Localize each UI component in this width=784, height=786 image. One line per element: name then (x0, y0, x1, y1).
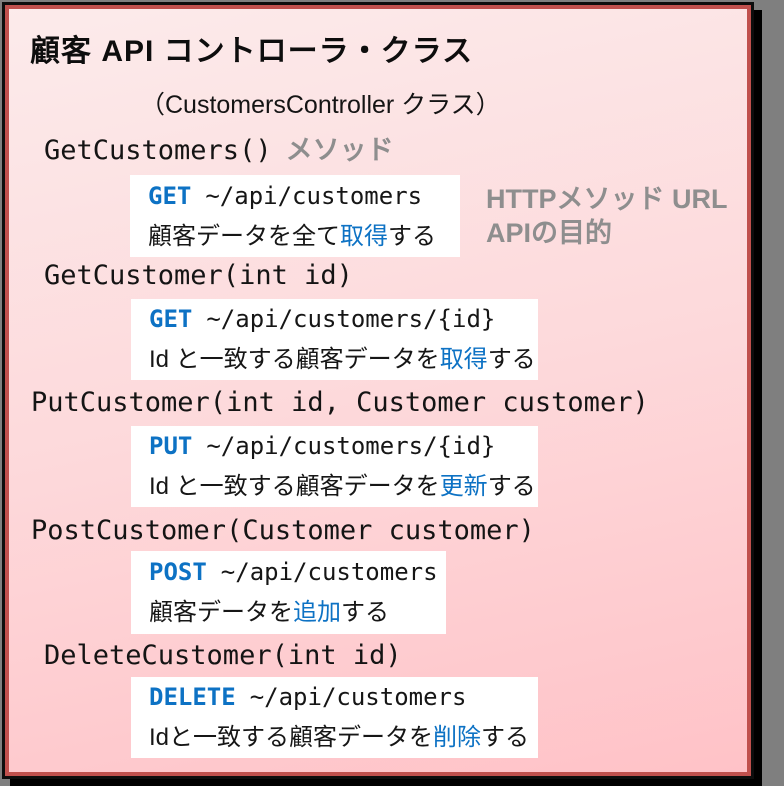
legend-line-purpose: APIの目的 (486, 218, 613, 248)
diagram-subtitle: （CustomersController クラス） (140, 91, 501, 119)
api-purpose-line: Id と一致する顧客データを更新する (149, 466, 538, 501)
purpose-text: Id と一致する顧客データを (149, 346, 440, 373)
legend-line-http-url: HTTPメソッド URL (486, 184, 728, 214)
method-signature-text: GetCustomers() (44, 135, 272, 166)
api-url: ~/api/customers (220, 558, 438, 586)
http-request-line: POST ~/api/customers (149, 558, 446, 586)
api-box-put-customer: PUT ~/api/customers/{id} Id と一致する顧客データを更新… (131, 426, 538, 507)
http-request-line: DELETE ~/api/customers (149, 683, 538, 711)
api-url: ~/api/customers/{id} (206, 305, 496, 333)
api-purpose-line: Idと一致する顧客データを削除する (149, 717, 538, 752)
method-signature-getcustomers: GetCustomers() メソッド (44, 128, 394, 167)
http-verb: DELETE (149, 683, 236, 711)
purpose-keyword: 追加 (293, 599, 341, 626)
purpose-text-suffix: する (487, 473, 536, 500)
http-request-line: GET ~/api/customers/{id} (149, 305, 538, 333)
api-box-delete-customer: DELETE ~/api/customers Idと一致する顧客データを削除する (131, 677, 538, 758)
api-url: ~/api/customers/{id} (206, 432, 496, 460)
diagram-title: 顧客 API コントローラ・クラス (30, 35, 474, 68)
api-controller-card (2, 2, 754, 779)
method-signature-text: PostCustomer(Customer customer) (31, 515, 535, 546)
method-suffix-label: メソッド (285, 135, 394, 165)
api-purpose-line: 顧客データを追加する (149, 592, 446, 627)
api-box-post-customer: POST ~/api/customers 顧客データを追加する (131, 551, 446, 634)
purpose-text-suffix: する (388, 222, 436, 250)
http-request-line: GET ~/api/customers (148, 182, 460, 210)
method-signature-deletecustomer: DeleteCustomer(int id) (44, 640, 402, 671)
api-url: ~/api/customers (205, 181, 423, 210)
purpose-keyword: 取得 (439, 346, 488, 373)
api-box-get-customer-id: GET ~/api/customers/{id} Id と一致する顧客データを取得… (131, 299, 538, 380)
http-verb: GET (149, 305, 193, 333)
purpose-text: 顧客データを (149, 599, 293, 626)
method-signature-text: GetCustomer(int id) (44, 260, 353, 291)
purpose-text-suffix: する (341, 599, 389, 626)
purpose-text: Idと一致する顧客データを (149, 724, 434, 751)
purpose-text-suffix: する (487, 346, 536, 373)
api-purpose-line: 顧客データを全て取得する (148, 216, 460, 251)
http-verb: PUT (149, 432, 193, 460)
api-box-get-customers: GET ~/api/customers 顧客データを全て取得する (130, 175, 460, 257)
purpose-text-suffix: する (481, 724, 530, 751)
http-verb: GET (148, 181, 192, 210)
api-purpose-line: Id と一致する顧客データを取得する (149, 339, 538, 374)
purpose-keyword: 更新 (439, 473, 488, 500)
http-verb: POST (149, 558, 207, 586)
legend: HTTPメソッド URL APIの目的 (486, 182, 727, 250)
method-signature-text: DeleteCustomer(int id) (44, 640, 402, 671)
method-signature-postcustomer: PostCustomer(Customer customer) (31, 515, 535, 546)
api-url: ~/api/customers (249, 683, 467, 711)
http-request-line: PUT ~/api/customers/{id} (149, 432, 538, 460)
method-signature-getcustomer: GetCustomer(int id) (44, 260, 353, 291)
purpose-keyword: 削除 (433, 724, 482, 751)
purpose-keyword: 取得 (340, 222, 388, 250)
method-signature-putcustomer: PutCustomer(int id, Customer customer) (31, 387, 649, 418)
purpose-text: Id と一致する顧客データを (149, 473, 440, 500)
purpose-text: 顧客データを全て (148, 222, 340, 250)
method-signature-text: PutCustomer(int id, Customer customer) (31, 387, 649, 418)
